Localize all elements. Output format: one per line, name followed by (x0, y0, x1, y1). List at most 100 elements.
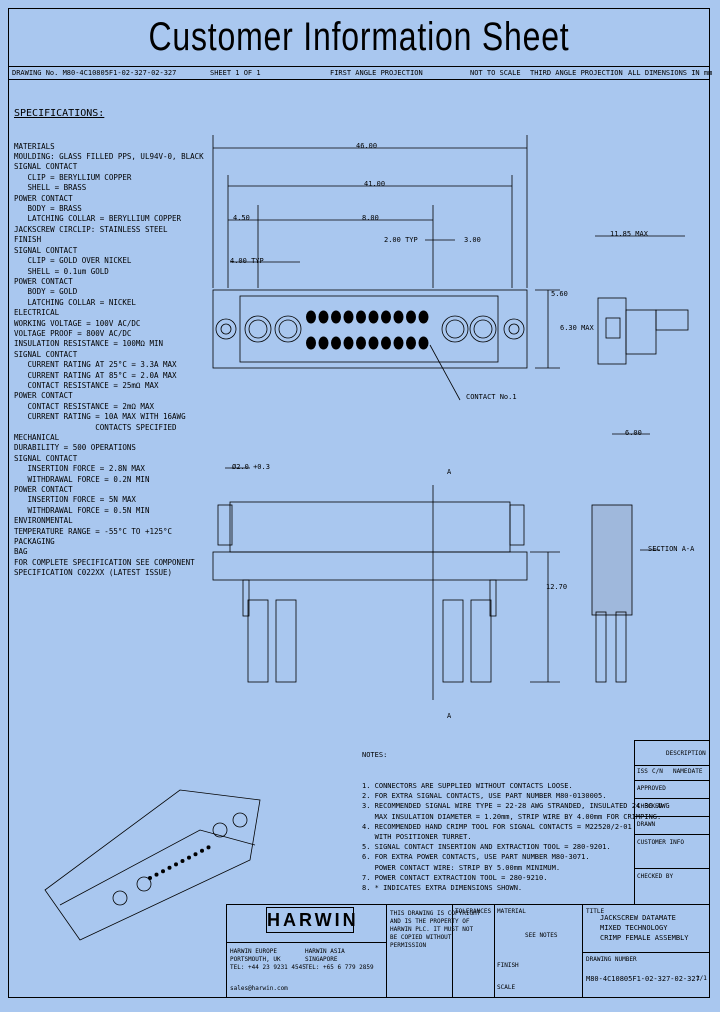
connector-top-view (212, 289, 528, 369)
note-line: 7. POWER CONTACT EXTRACTION TOOL = 280-9… (362, 873, 548, 882)
rev-customer-info: CUSTOMER INFO (637, 839, 684, 846)
signal-contact (356, 336, 366, 350)
spec-line: SHELL = BRASS (14, 183, 87, 193)
tb-v1 (386, 904, 387, 998)
signal-contact (406, 310, 416, 324)
desc-title-label: TITLE (586, 908, 605, 915)
tb-top (226, 904, 710, 905)
copyright-disclaimer: THIS DRAWING IS COPYRIGHT AND IS THE PRO… (390, 910, 481, 949)
dim-6: 6.00 (625, 429, 642, 437)
email-link[interactable]: sales@harwin.com (230, 985, 288, 992)
spec-line: FOR COMPLETE SPECIFICATION SEE COMPONENT (14, 557, 195, 567)
dim-diameter: Ø2.0 +0.3 (232, 463, 270, 471)
header-sheet: SHEET 1 OF 1 (210, 69, 261, 77)
drawing-number-label: DRAWING NUMBER (586, 956, 637, 963)
page-title: Customer Information Sheet (148, 15, 570, 59)
header-drawing-no: DRAWING No. M80-4C10805F1-02-327-02-327 (12, 69, 177, 77)
finish-label: FINISH (497, 962, 519, 969)
spec-line: CONTACT RESISTANCE = 25mΩ MAX (14, 380, 159, 390)
tb-v4 (582, 904, 583, 998)
rev-drawn: DRAWN (637, 821, 656, 828)
spec-line: PACKAGING (14, 537, 55, 547)
rev-cn: C/N (652, 768, 663, 775)
note-line: 5. SIGNAL CONTACT INSERTION AND EXTRACTI… (362, 843, 611, 852)
spec-line: LATCHING COLLAR = NICKEL (14, 297, 136, 307)
signal-contact (418, 336, 429, 350)
signal-contact (393, 336, 404, 350)
rev-name: NAME (673, 768, 688, 775)
signal-contact (343, 336, 354, 350)
header-third-angle: THIRD ANGLE PROJECTION (530, 69, 623, 77)
spec-line: POWER CONTACT (14, 276, 73, 286)
signal-contact (318, 336, 329, 350)
rev-row5 (634, 834, 710, 835)
signal-contact (368, 336, 379, 350)
spec-line: SHELL = 0.1um GOLD (14, 266, 109, 276)
address-asia: HARWIN ASIA SINGAPORE TEL: +65 6 779 285… (305, 948, 374, 971)
dim-4-50: 4.50 (233, 214, 250, 222)
spec-line: POWER CONTACT (14, 485, 73, 495)
note-lines: 1. CONNECTORS ARE SUPPLIED WITHOUT CONTA… (362, 781, 670, 893)
spec-line: CURRENT RATING = 10A MAX WITH 16AWG (14, 412, 186, 422)
dim-41: 41.00 (364, 180, 386, 188)
rev-border (634, 740, 635, 904)
iso-contact (206, 845, 211, 850)
rev-iss: ISS (637, 768, 648, 775)
signal-contact (418, 310, 429, 324)
spec-line: BAG (14, 547, 28, 557)
tb-h2 (582, 952, 710, 953)
spec-line: MOULDING: GLASS FILLED PPS, UL94V-0, BLA… (14, 152, 204, 162)
rev-row (634, 765, 710, 766)
spec-line: WORKING VOLTAGE = 100V AC/DC (14, 318, 141, 328)
spec-line: ENVIRONMENTAL (14, 516, 73, 526)
signal-contact (318, 310, 329, 324)
dim-11-85: 11.85 MAX (610, 230, 648, 238)
address-europe: HARWIN EUROPE PORTSMOUTH, UK TEL: +44 23… (230, 948, 306, 971)
dim-12-70: 12.70 (546, 583, 568, 591)
dim-5-60: 5.60 (551, 290, 568, 298)
dim-8: 8.00 (362, 214, 379, 222)
spec-line: POWER CONTACT (14, 193, 73, 203)
signal-contact (381, 336, 391, 350)
rev-row2 (634, 780, 710, 781)
signal-contact (356, 310, 366, 324)
signal-contact (368, 310, 379, 324)
spec-line: CONTACTS SPECIFIED (14, 422, 177, 432)
scale-label: SCALE (497, 984, 516, 991)
rev-approved: APPROVED (637, 785, 666, 792)
title-divider (8, 66, 710, 67)
header-all-dims: ALL DIMENSIONS IN mm (628, 69, 713, 77)
section-marker-top: A (447, 468, 452, 476)
spec-line: WITHDRAWAL FORCE = 0.2N MIN (14, 474, 150, 484)
note-line: WITH POSITIONER TURRET. (362, 833, 472, 842)
spec-line: SIGNAL CONTACT (14, 349, 78, 359)
rev-row3 (634, 798, 710, 799)
material-label: MATERIAL (497, 908, 526, 915)
harwin-logo: HARWIN (266, 907, 356, 933)
drawing-frame (8, 8, 710, 998)
note-line: 3. RECOMMENDED SIGNAL WIRE TYPE = 22-28 … (362, 802, 670, 811)
specifications-heading: SPECIFICATIONS: (14, 107, 105, 119)
spec-line: ELECTRICAL (14, 308, 60, 318)
rev-row6 (634, 868, 710, 869)
sheet-number: 1/1 (696, 975, 707, 982)
iso-contact (148, 876, 152, 880)
spec-line: CLIP = GOLD OVER NICKEL (14, 256, 132, 266)
part-description: JACKSCREW DATAMATE MIXED TECHNOLOGY CRIM… (600, 914, 689, 942)
contact-no-1-label: CONTACT No.1 (466, 393, 517, 401)
spec-line: INSERTION FORCE = 5N MAX (14, 495, 136, 505)
note-line: 8. * INDICATES EXTRA DIMENSIONS SHOWN. (362, 884, 523, 893)
iso-contact (167, 865, 172, 870)
spec-line: BODY = GOLD (14, 287, 78, 297)
tb-left (226, 904, 227, 998)
tb-v2 (452, 904, 453, 998)
tb-v3 (494, 904, 495, 998)
section-label: SECTION A-A (648, 545, 695, 553)
spec-line: VOLTAGE PROOF = 800V AC/DC (14, 328, 132, 338)
connector-front-view (212, 551, 528, 581)
header-not-to-scale: NOT TO SCALE (470, 69, 521, 77)
spec-line: MATERIALS (14, 141, 55, 151)
header-divider (8, 79, 710, 80)
